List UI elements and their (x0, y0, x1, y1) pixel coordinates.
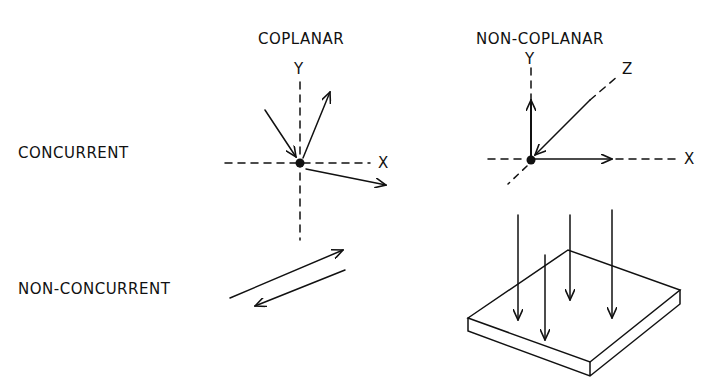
force-arrow (306, 169, 386, 185)
axis-label: Y (294, 62, 304, 77)
y-axis (530, 68, 532, 100)
force-arrow (255, 270, 345, 306)
concurrency-point (296, 159, 305, 168)
x-axis (616, 158, 678, 160)
force-arrow (230, 250, 343, 298)
force-arrow (265, 110, 296, 157)
z-axis (590, 76, 618, 100)
column-heading: COPLANAR (258, 32, 344, 47)
force-arrow (535, 100, 590, 155)
axis-label: Z (622, 62, 633, 77)
slab-sides (468, 290, 680, 376)
force-arrow (569, 215, 571, 300)
axis-label: X (684, 152, 695, 167)
z-axis (508, 166, 527, 184)
force-arrow (611, 210, 613, 318)
column-heading: NON-COPLANAR (476, 32, 604, 47)
axis-label: Y (525, 52, 535, 67)
row-heading: NON-CONCURRENT (18, 282, 170, 297)
axis-label: X (378, 156, 389, 171)
x-axis (488, 158, 525, 160)
force-arrow (544, 255, 546, 340)
concurrency-point (527, 156, 536, 165)
force-arrow (517, 215, 519, 320)
row-heading: CONCURRENT (18, 146, 129, 161)
force-arrow (303, 92, 330, 158)
force-arrow (530, 100, 532, 160)
slab-top (468, 250, 680, 362)
force-arrow (531, 158, 612, 160)
